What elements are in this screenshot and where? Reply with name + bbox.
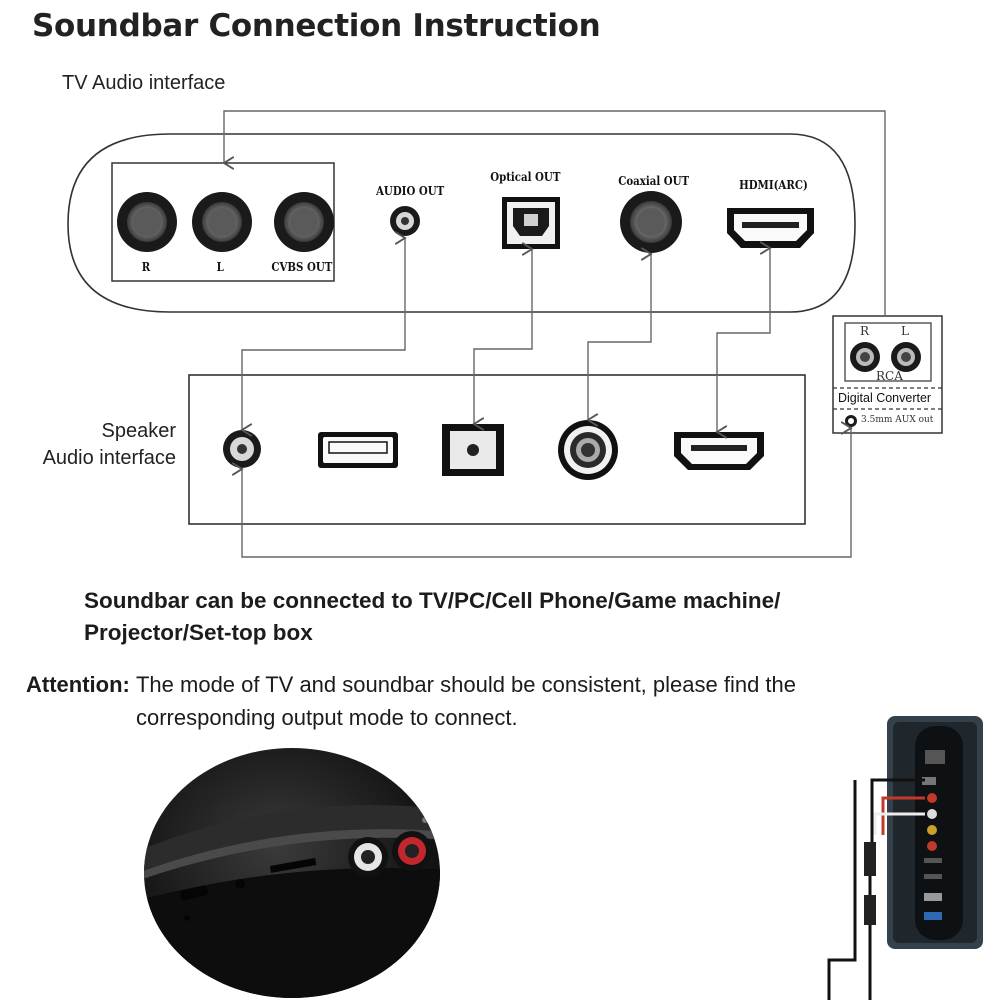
tv-cvbs-jack: [274, 192, 334, 252]
tv-coaxial-out-jack: [620, 191, 682, 253]
tv-rear-panel-photo: [827, 716, 983, 1000]
line-hdmi: [717, 248, 770, 432]
tv-audio-out-jack: [390, 206, 420, 236]
compatibility-line2: Projector/Set-top box: [84, 620, 313, 645]
converter-rca-box: [844, 322, 932, 382]
tv-audio-interface-label: TV Audio interface: [62, 72, 226, 94]
tv-l-jack: [192, 192, 252, 252]
tv-coaxial-out-label: Coaxial OUT: [618, 174, 690, 188]
converter-rca-label: RCA: [876, 369, 903, 383]
tv-cvbs-label: CVBS OUT: [271, 260, 333, 274]
speaker-coaxial-jack: [558, 420, 618, 480]
tv-optical-out-port: [502, 197, 560, 249]
soundbar-closeup-photo: [144, 748, 440, 998]
speaker-label-line1: Speaker: [101, 420, 177, 442]
speaker-usb-port: [318, 432, 398, 468]
line-coaxial: [588, 254, 651, 420]
converter-r-label: R: [860, 324, 870, 338]
attention-heading: Attention:: [26, 672, 130, 697]
speaker-aux-jack: [223, 430, 261, 468]
line-optical: [474, 249, 532, 424]
converter-l-jack: [891, 342, 921, 372]
tv-audio-out-label: AUDIO OUT: [376, 184, 445, 198]
converter-l-label: L: [901, 324, 909, 338]
tv-panel-outline: [67, 133, 856, 313]
tv-hdmi-arc-label: HDMI(ARC): [739, 178, 808, 192]
attention-note: Attention: The mode of TV and soundbar s…: [26, 668, 986, 734]
converter-r-jack: [850, 342, 880, 372]
speaker-hdmi-port: [674, 432, 764, 470]
converter-aux-label: 3.5mm AUX out: [861, 415, 934, 425]
tv-hdmi-arc-port: [727, 208, 814, 248]
tv-r-jack: [117, 192, 177, 252]
compatibility-line1: Soundbar can be connected to TV/PC/Cell …: [84, 588, 781, 613]
line-audio-out-to-aux: [242, 238, 405, 430]
converter-aux-jack: [845, 415, 857, 427]
tv-r-label: R: [141, 260, 151, 274]
line-converter-aux-to-speaker: [242, 428, 851, 558]
speaker-optical-port: [442, 424, 504, 476]
compatibility-note: Soundbar can be connected to TV/PC/Cell …: [84, 585, 964, 649]
page-title: Soundbar Connection Instruction: [32, 8, 601, 44]
tv-optical-out-label: Optical OUT: [490, 170, 561, 184]
speaker-label-line2: Audio interface: [42, 447, 176, 469]
attention-text: The mode of TV and soundbar should be co…: [135, 672, 797, 730]
speaker-audio-interface-label: Speaker Audio interface: [30, 418, 176, 472]
converter-box: [832, 315, 943, 434]
line-rca-to-converter: [224, 110, 886, 316]
tv-l-label: L: [216, 260, 224, 274]
converter-name-label: Digital Converter: [838, 391, 932, 405]
